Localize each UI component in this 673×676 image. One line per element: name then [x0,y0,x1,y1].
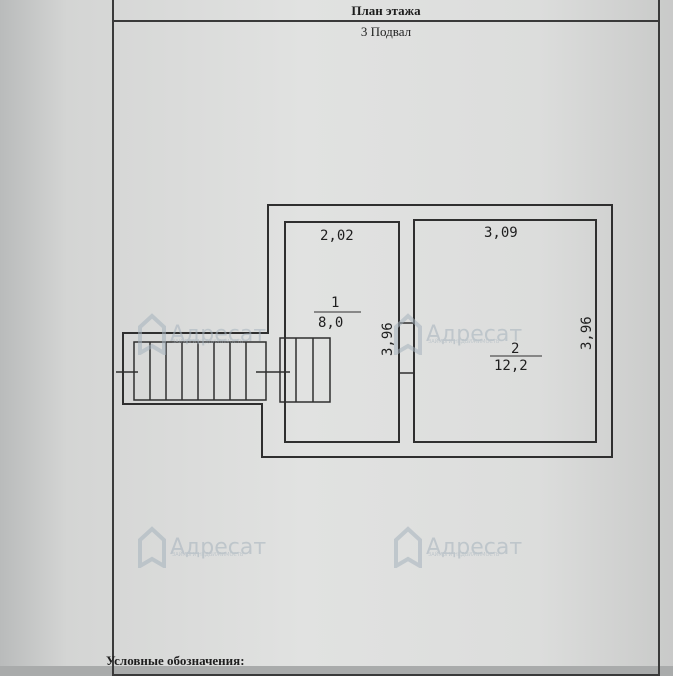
watermark-brand: Адресат [170,321,267,347]
house-logo-icon [138,313,166,355]
room-2-number: 2 [511,341,519,357]
room-1-length: 3,96 [380,322,396,356]
room-1-area: 8,0 [318,315,343,331]
watermark-brand: Адресат [426,321,523,347]
watermark-brand: Адресат [170,534,267,560]
house-logo-icon [394,313,422,355]
watermark-tagline: ЗАЙМЫ И НЕДВИЖИМОСТЬ [172,552,244,558]
room-2-area: 12,2 [494,358,528,374]
room-2-width: 3,09 [484,225,518,241]
room-1-number: 1 [331,295,339,311]
room-2-outline [413,219,597,443]
room-1-outline [284,221,400,443]
legend-title: Условные обозначения: [106,653,245,668]
watermark: Адресат ЗАЙМЫ И НЕДВИЖИМОСТЬ [138,526,266,568]
house-logo-icon [138,526,166,568]
page-title: План этажа [112,0,660,22]
watermark: Адресат ЗАЙМЫ И НЕДВИЖИМОСТЬ [138,313,266,355]
outer-wall [122,204,613,458]
room-1-width: 2,02 [320,228,354,244]
staircase [116,337,331,403]
floor-label: 3 Подвал [360,24,412,39]
watermark: Адресат ЗАЙМЫ И НЕДВИЖИМОСТЬ [394,526,522,568]
watermark-tagline: ЗАЙМЫ И НЕДВИЖИМОСТЬ [428,552,500,558]
watermark-tagline: ЗАЙМЫ И НЕДВИЖИМОСТЬ [172,339,244,345]
watermark-tagline: ЗАЙМЫ И НЕДВИЖИМОСТЬ [428,339,500,345]
room-2-length: 3,96 [579,316,595,350]
watermark: Адресат ЗАЙМЫ И НЕДВИЖИМОСТЬ [394,313,522,355]
watermark-brand: Адресат [426,534,523,560]
house-logo-icon [394,526,422,568]
